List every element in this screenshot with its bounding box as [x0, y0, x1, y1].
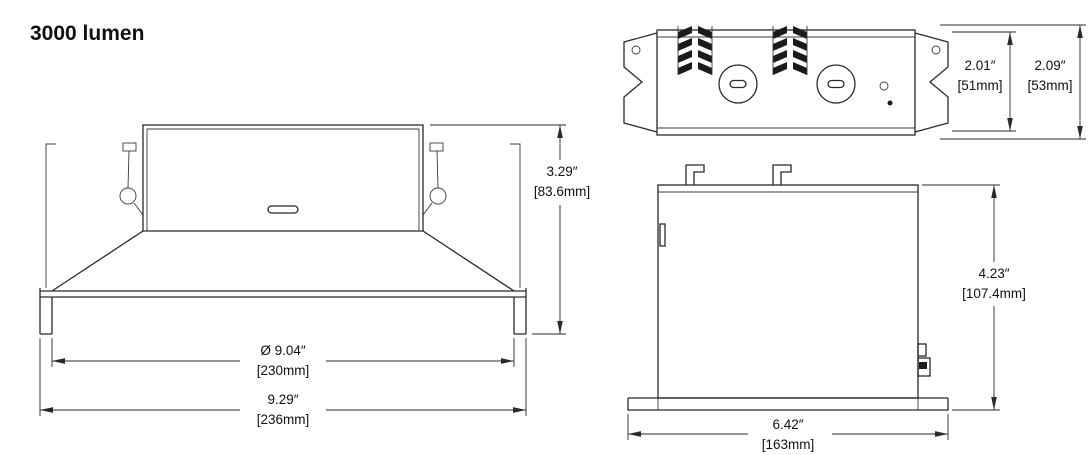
ear-hole-left: [631, 45, 641, 55]
front-view: 3.29″ [83.6mm] Ø 9.04″ [230mm] 9.29″ [23…: [39, 124, 590, 427]
ear-hole-right: [931, 45, 941, 55]
dim-front-aperture-in: Ø 9.04″: [260, 343, 306, 358]
bottom-flange: [627, 397, 949, 411]
dim-jbox-inner-in: 2.01″: [964, 58, 995, 73]
dim-jbox-inner-mm: [51mm]: [957, 78, 1002, 93]
spring-leg-left: [127, 150, 144, 216]
dim-side-width-mm: [163mm]: [762, 437, 815, 452]
dim-side-width-in: 6.42″: [772, 417, 803, 432]
dim-jbox-inner: 2.01″ [51mm]: [952, 31, 1016, 132]
mounting-ear-right: [914, 32, 949, 133]
trim-flange: [40, 290, 526, 298]
knockout-slot-right: [827, 79, 845, 89]
extension-lines: [922, 184, 1000, 411]
cable-clamp-left: [678, 26, 712, 75]
mounting-clip-left: [685, 164, 705, 185]
jbox-body: [656, 29, 916, 136]
reflector-cone: [51, 230, 515, 292]
extension-lines: [430, 124, 566, 335]
housing-outline: [142, 124, 424, 232]
flange-ticks: [657, 398, 919, 410]
spring-bracket-left: [122, 142, 137, 152]
knockout-right: [816, 64, 856, 104]
dim-jbox-overall-mm: [53mm]: [1027, 78, 1072, 93]
spring-leg-right: [422, 150, 439, 216]
dim-front-overall-in: 9.29″: [267, 392, 298, 407]
led-slot: [267, 205, 299, 214]
latch-tab: [917, 343, 927, 357]
latch-bracket: [917, 357, 931, 377]
housing-side-view: 4.23″ [107.4mm] 6.42″ [163mm]: [627, 164, 1026, 452]
cable-clamp-edges: [677, 26, 808, 75]
jbox-body-edges: [657, 36, 915, 129]
dim-side-width: 6.42″ [163mm]: [627, 414, 949, 452]
dim-front-overall: 9.29″ [236mm]: [39, 338, 527, 427]
torsion-spring-left: [119, 142, 144, 216]
housing-inner-wall: [146, 128, 420, 231]
rivet-dot: [887, 100, 893, 106]
cable-clamp-right: [773, 26, 807, 75]
page-title: 3000 lumen: [30, 22, 144, 45]
dim-jbox-overall: 2.09″ [53mm]: [940, 24, 1086, 140]
dim-side-height-mm: [107.4mm]: [962, 286, 1026, 301]
side-louver: [659, 223, 666, 247]
dim-front-aperture-mm: [230mm]: [257, 363, 310, 378]
dim-front-height: 3.29″ [83.6mm]: [430, 124, 590, 335]
spring-coil-right: [429, 187, 447, 205]
dim-side-height: 4.23″ [107.4mm]: [922, 184, 1026, 411]
pilot-hole: [879, 81, 889, 91]
mounting-ear-left: [623, 32, 658, 133]
trim-ring-edges: [39, 288, 527, 335]
mounting-frame: [45, 143, 521, 288]
junction-box-view: 2.01″ [51mm] 2.09″ [53mm]: [623, 24, 1086, 140]
extension-lines: [952, 31, 1016, 132]
extension-lines: [940, 24, 1086, 140]
spring-coil-left: [119, 187, 137, 205]
dim-front-height-mm: [83.6mm]: [534, 184, 590, 199]
dim-jbox-overall-in: 2.09″: [1034, 58, 1065, 73]
dim-front-aperture: Ø 9.04″ [230mm]: [51, 338, 515, 378]
extension-lines: [39, 338, 527, 416]
spring-bracket-right: [429, 142, 444, 152]
housing-body: [657, 184, 919, 399]
knockout-left: [718, 64, 758, 104]
dim-side-height-in: 4.23″: [978, 266, 1009, 281]
knockout-slot-left: [729, 79, 747, 89]
mounting-clip-right: [772, 164, 792, 185]
latch-catch: [919, 362, 927, 369]
torsion-spring-right: [422, 142, 447, 216]
dim-front-overall-mm: [236mm]: [257, 412, 310, 427]
dim-front-height-in: 3.29″: [546, 164, 577, 179]
